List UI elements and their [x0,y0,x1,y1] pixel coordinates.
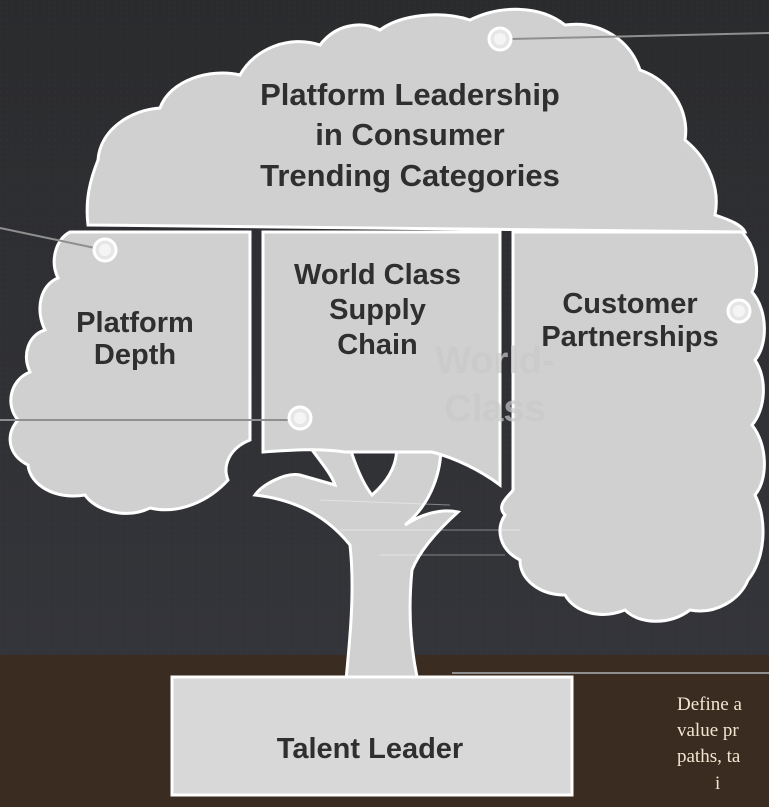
watermark-label: World- Class [435,340,555,430]
branch-supply-shape [261,230,502,488]
side-note-line: Define a [677,694,742,715]
root-label: Talent Leader [276,733,464,765]
connector-depth [0,227,96,249]
callout-dot-partners [726,298,752,324]
callout-dot-crown [487,26,513,52]
side-note: Define a value pr paths, ta i [677,692,769,807]
tree-trunk [252,430,462,692]
connector-crown [509,32,769,40]
side-note-line: i [715,772,721,794]
branch-depth-shape [8,230,252,515]
branch-depth-label: Platform Depth [76,307,194,371]
side-note-line: paths, ta [677,746,741,768]
root-box [170,675,574,797]
callout-dot-supply [287,405,313,431]
crown-shape [85,7,748,234]
branch-partners-shape [498,230,766,623]
branch-partners-label: Customer Partnerships [541,288,719,354]
side-note-line: value pr [677,720,739,742]
trunk-line [319,499,451,506]
crown-label: Platform Leadership in Consumer Trending… [260,77,560,193]
branch-supply-label: World Class Supply Chain [293,259,462,361]
callout-dot-depth [92,237,118,263]
